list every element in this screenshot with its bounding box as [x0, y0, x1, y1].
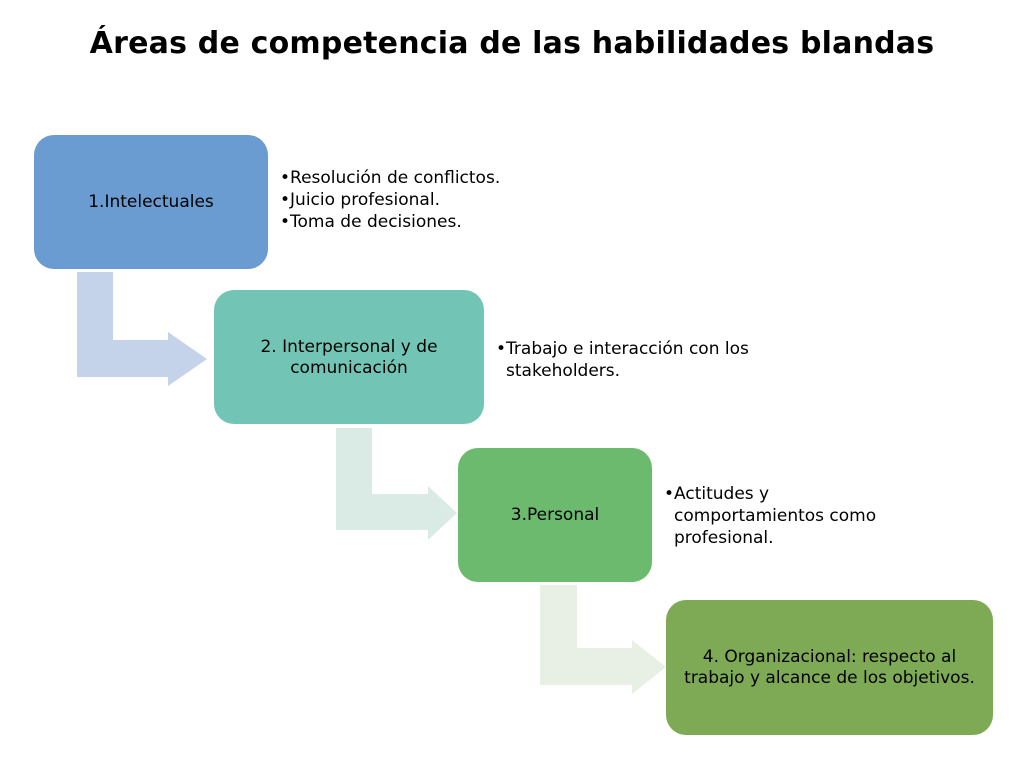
step-label: 3.Personal — [510, 504, 600, 525]
bullets-intelectuales: •Resolución de conflictos. •Juicio profe… — [280, 167, 560, 233]
arrow-3-to-4 — [540, 585, 666, 694]
bullet-item: •Actitudes y comportamientos como profes… — [664, 484, 877, 548]
step-box-intelectuales: 1.Intelectuales — [34, 135, 268, 269]
bullets-personal: •Actitudes y comportamientos como profes… — [664, 483, 924, 549]
bullets-interpersonal: •Trabajo e interacción con los stakehold… — [496, 338, 806, 382]
step-box-organizacional: 4. Organizacional: respecto al trabajo y… — [666, 600, 993, 735]
bullet-item: •Toma de decisiones. — [280, 212, 462, 232]
bullet-item: •Trabajo e interacción con los stakehold… — [496, 339, 749, 381]
diagram-title: Áreas de competencia de las habilidades … — [89, 26, 935, 61]
bullet-item: •Resolución de conflictos. — [280, 168, 501, 188]
step-label: 4. Organizacional: respecto al trabajo y… — [684, 646, 975, 688]
bullet-item: •Juicio profesional. — [280, 190, 440, 210]
arrow-1-to-2 — [77, 272, 207, 386]
step-box-interpersonal: 2. Interpersonal y de comunicación — [214, 290, 484, 424]
step-label: 1.Intelectuales — [88, 191, 214, 212]
step-label: 2. Interpersonal y de comunicación — [260, 337, 438, 378]
arrow-2-to-3 — [336, 428, 457, 540]
step-box-personal: 3.Personal — [458, 448, 652, 582]
